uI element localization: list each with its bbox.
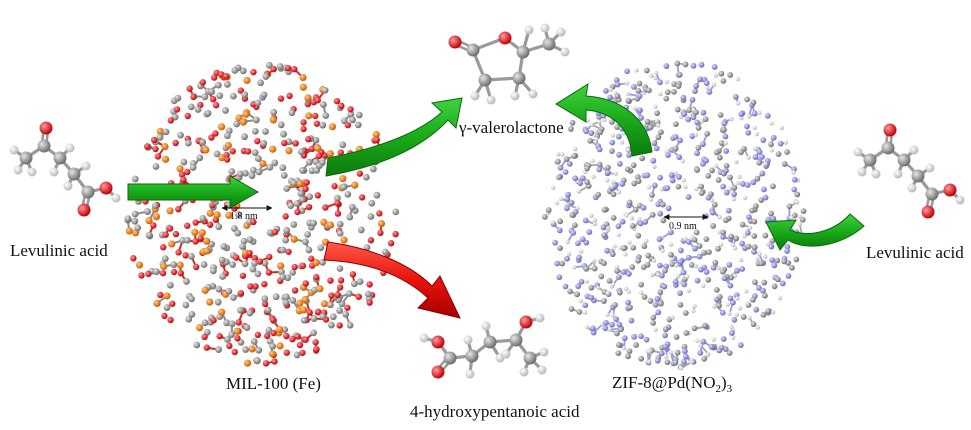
levulinic-acid-right-molecule: [854, 124, 965, 219]
mil-100-label: MIL-100 (Fe): [226, 374, 321, 394]
levulinic-acid-left-molecule: [10, 122, 121, 217]
levulinic-acid-right-label: Levulinic acid: [866, 243, 964, 263]
gvl-label: γ-valerolactone: [459, 118, 564, 138]
mil-100-framework: [124, 62, 399, 367]
hpa-label: 4-hydroxypentanoic acid: [410, 402, 579, 422]
pore-size-mil-label: 1.8 nm: [230, 211, 258, 222]
zif-8-label: ZIF-8@Pd(NO2)3: [612, 373, 732, 395]
green-arrow-mil-to-gvl: [326, 98, 462, 176]
green-arrow-levulinic-to-zif: [766, 214, 864, 250]
molecules: [10, 24, 965, 379]
gamma-valerolactone-molecule: [449, 24, 570, 105]
4-hydroxypentanoic-acid-molecule: [420, 314, 549, 379]
levulinic-acid-left-label: Levulinic acid: [10, 241, 108, 261]
mil-atoms: [124, 62, 399, 367]
pore-size-zif-label: 0.9 nm: [669, 221, 697, 232]
